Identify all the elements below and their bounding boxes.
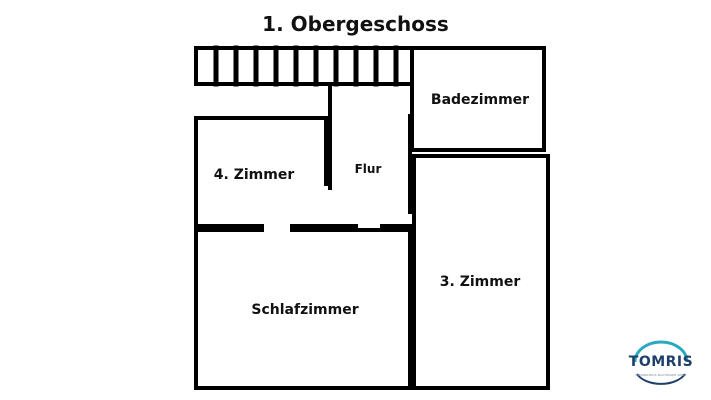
bathroom-walls (410, 46, 546, 152)
room-label-3-zimmer: 3. Zimmer (439, 274, 521, 290)
logo-tagline: IMMOBILIEN & BAUTRÄGER GMBH (635, 373, 687, 377)
tomris-logo: TOMRIS IMMOBILIEN & BAUTRÄGER GMBH (625, 340, 697, 386)
logo-name: TOMRIS (628, 354, 694, 370)
shared-wall (408, 224, 414, 390)
floor-plan-title: 1. Obergeschoss (262, 12, 449, 36)
room-label-flur: Flur (354, 162, 382, 176)
room4-walls (194, 116, 328, 228)
staircase-treads (213, 45, 399, 87)
room-label-badezimmer: Badezimmer (430, 92, 530, 108)
logo-ring-icon (633, 340, 689, 385)
room-label-4-zimmer: 4. Zimmer (213, 167, 295, 183)
hall-walls (328, 82, 412, 214)
room3-walls (412, 154, 550, 390)
staircase-outline (194, 46, 414, 86)
room-label-schlafzimmer: Schlafzimmer (251, 302, 359, 318)
bedroom-walls (194, 228, 414, 390)
